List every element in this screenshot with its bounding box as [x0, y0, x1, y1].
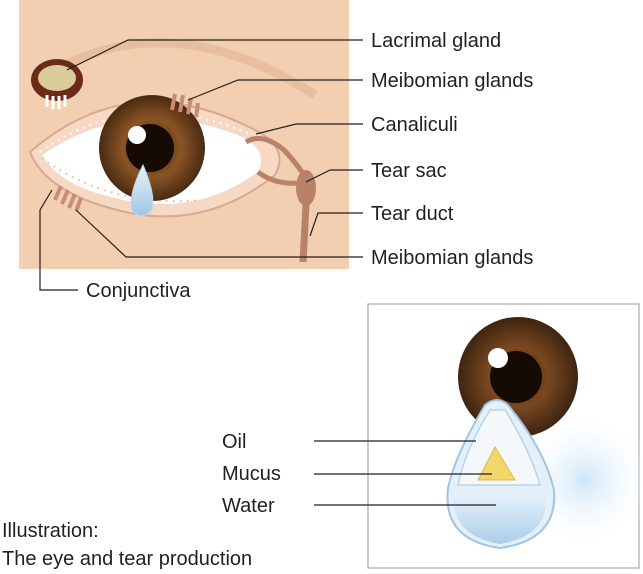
- label-oil: Oil: [222, 432, 246, 452]
- label-tear-sac: Tear sac: [371, 161, 447, 181]
- label-water: Water: [222, 496, 275, 516]
- label-canaliculi: Canaliculi: [371, 115, 458, 135]
- label-tear-duct: Tear duct: [371, 204, 453, 224]
- eye-highlight: [128, 126, 146, 144]
- label-meibomian-glands-lower: Meibomian glands: [371, 248, 533, 268]
- tear-duct-shape: [303, 205, 306, 262]
- label-conjunctiva: Conjunctiva: [86, 281, 191, 301]
- caption-line-2: The eye and tear production: [2, 549, 252, 569]
- tear-film-panel: [368, 304, 643, 568]
- label-mucus: Mucus: [222, 464, 281, 484]
- label-meibomian-glands-upper: Meibomian glands: [371, 71, 533, 91]
- caption-line-1: Illustration:: [2, 521, 99, 541]
- tear-sac-shape: [296, 170, 316, 206]
- eye-highlight-2: [488, 348, 508, 368]
- label-lacrimal-gland: Lacrimal gland: [371, 31, 501, 51]
